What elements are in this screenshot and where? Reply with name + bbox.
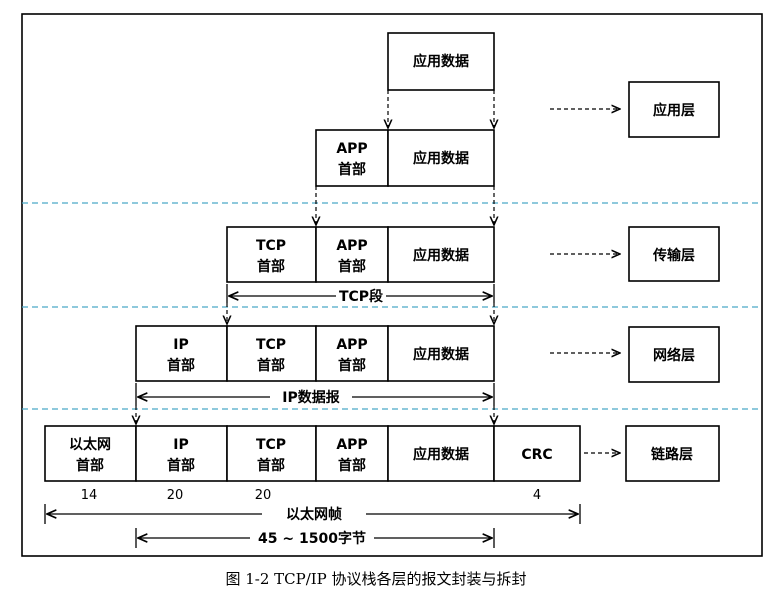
app-data-label: 应用数据 bbox=[413, 247, 469, 264]
tcp-segment-label: TCP段 bbox=[339, 288, 383, 305]
frame-size-label: 45 ~ 1500字节 bbox=[258, 530, 366, 547]
app-data-label: 应用数据 bbox=[413, 446, 469, 463]
ip-header-size: 20 bbox=[167, 488, 184, 503]
ip-header-label: 首部 bbox=[167, 357, 195, 374]
app-data-label: 应用数据 bbox=[413, 150, 469, 167]
tcp-header-box bbox=[226, 325, 317, 382]
ip-header-box bbox=[135, 425, 228, 482]
ip-header-label: 首部 bbox=[167, 457, 195, 474]
app-data-label: 应用数据 bbox=[413, 346, 469, 363]
app-header-label: APP bbox=[336, 437, 367, 453]
tcp-header-box bbox=[226, 226, 317, 283]
app-data-label: 应用数据 bbox=[413, 53, 469, 70]
app-header-label: APP bbox=[336, 238, 367, 254]
eth-header-label: 首部 bbox=[76, 457, 104, 474]
app-data-box bbox=[387, 226, 495, 283]
row-link-layer: 以太网 首部 IP 首部 TCP 首部 APP 首部 应用数据 CRC bbox=[44, 425, 581, 482]
tcp-header-label: TCP bbox=[256, 337, 286, 353]
layer-label-network: 网络层 bbox=[653, 347, 695, 364]
figure-caption: 图 1-2 TCP/IP 协议栈各层的报文封装与拆封 bbox=[225, 570, 526, 588]
layer-label-application: 应用层 bbox=[653, 102, 695, 119]
tcp-header-box bbox=[226, 425, 317, 482]
app-header-box bbox=[315, 129, 389, 187]
crc-label: CRC bbox=[521, 447, 552, 463]
tcp-header-label: 首部 bbox=[257, 357, 285, 374]
app-data-box bbox=[387, 325, 495, 382]
ip-datagram-label: IP数据报 bbox=[282, 389, 339, 406]
app-header-label: 首部 bbox=[338, 258, 366, 275]
tcp-header-label: TCP bbox=[256, 238, 286, 254]
app-header-label: 首部 bbox=[338, 457, 366, 474]
app-header-box bbox=[315, 425, 389, 482]
app-header-box bbox=[315, 226, 389, 283]
tcp-header-label: 首部 bbox=[257, 457, 285, 474]
layer-box-application bbox=[628, 81, 720, 138]
figure-frame bbox=[21, 13, 763, 557]
crc-box bbox=[493, 425, 581, 482]
app-data-box bbox=[387, 425, 495, 482]
layer-box-transport bbox=[628, 226, 720, 282]
row-application-data: 应用数据 bbox=[387, 32, 495, 91]
row-application-layer: APP 首部 应用数据 bbox=[315, 129, 495, 187]
eth-header-box bbox=[44, 425, 137, 482]
app-header-label: APP bbox=[336, 141, 367, 157]
layer-label-link: 链路层 bbox=[651, 446, 693, 463]
ethernet-frame-label: 以太网帧 bbox=[286, 506, 342, 523]
row-transport-layer: TCP 首部 APP 首部 应用数据 bbox=[226, 226, 495, 283]
app-data-box bbox=[387, 32, 495, 91]
row-network-layer: IP 首部 TCP 首部 APP 首部 应用数据 bbox=[135, 325, 495, 382]
tcp-header-label: 首部 bbox=[257, 258, 285, 275]
tcp-header-size: 20 bbox=[255, 488, 272, 503]
ip-header-label: IP bbox=[173, 437, 188, 453]
eth-header-label: 以太网 bbox=[69, 436, 111, 453]
ip-header-label: IP bbox=[173, 337, 188, 353]
tcp-header-label: TCP bbox=[256, 437, 286, 453]
app-header-label: APP bbox=[336, 337, 367, 353]
layer-box-link bbox=[625, 425, 720, 482]
app-header-label: 首部 bbox=[338, 357, 366, 374]
app-data-box bbox=[387, 129, 495, 187]
app-header-label: 首部 bbox=[338, 161, 366, 178]
crc-size: 4 bbox=[533, 488, 541, 503]
layer-box-network bbox=[628, 326, 720, 383]
eth-header-size: 14 bbox=[81, 488, 98, 503]
layer-label-transport: 传输层 bbox=[652, 247, 695, 264]
